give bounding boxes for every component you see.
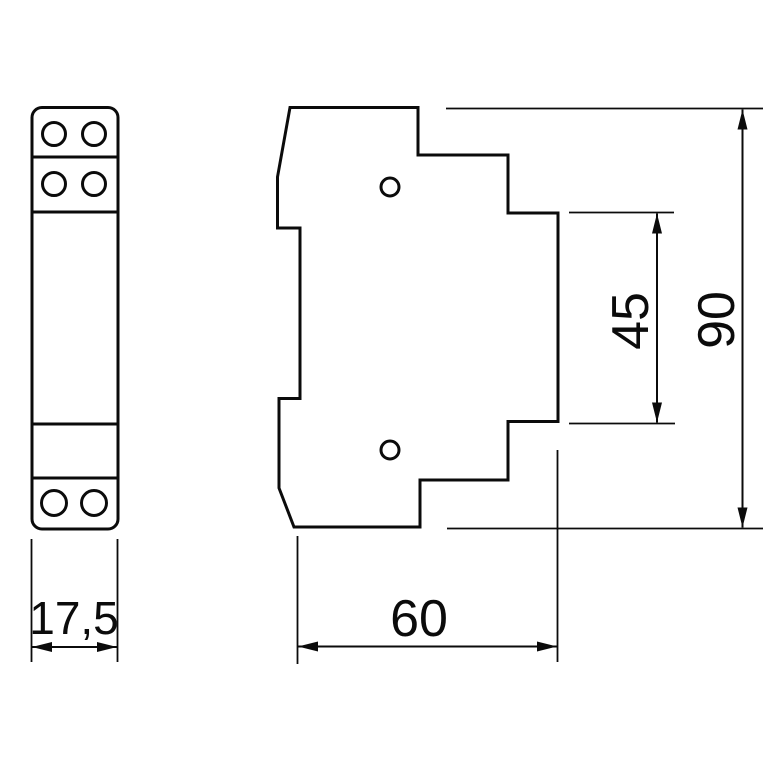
terminal-screw-top-left-2 — [41, 171, 67, 197]
mounting-hole-top — [379, 176, 401, 198]
dim-label-rail-cutout: 45 — [602, 292, 660, 350]
front-view-outline — [30, 106, 120, 531]
side-view — [276, 106, 560, 529]
front-view — [30, 106, 120, 531]
dimension-rail-cutout: 45 — [569, 211, 675, 425]
dimension-front-width: 17,5 — [29, 539, 119, 662]
terminal-screw-top-right-1 — [81, 121, 107, 147]
dim-label-overall-height: 90 — [688, 291, 746, 349]
terminal-screw-bottom-right — [80, 489, 108, 517]
dimension-side-depth: 60 — [296, 450, 559, 664]
dimension-overall-height: 90 — [446, 107, 763, 530]
dim-label-front-width: 17,5 — [29, 592, 119, 644]
terminal-screw-bottom-left — [40, 489, 68, 517]
side-view-outline — [276, 106, 560, 529]
terminal-screw-top-right-2 — [81, 171, 107, 197]
terminal-screw-top-left-1 — [41, 121, 67, 147]
mounting-hole-bottom — [379, 439, 401, 461]
dim-label-side-depth: 60 — [390, 590, 448, 648]
